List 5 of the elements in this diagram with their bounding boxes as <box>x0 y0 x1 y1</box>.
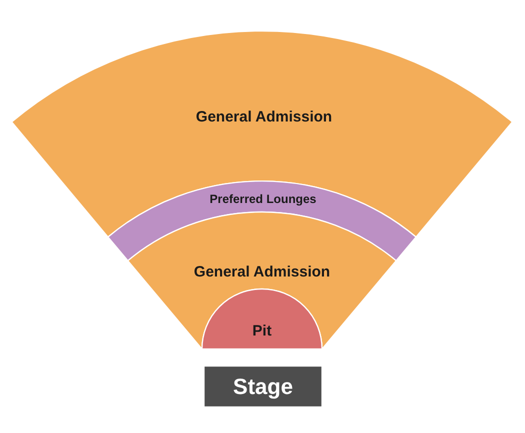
section-label: Preferred Lounges <box>210 192 316 206</box>
section-label: Pit <box>252 322 272 340</box>
section-label: General Admission <box>196 108 332 126</box>
section-label: General Admission <box>194 264 330 280</box>
section-label: Stage <box>233 374 293 400</box>
